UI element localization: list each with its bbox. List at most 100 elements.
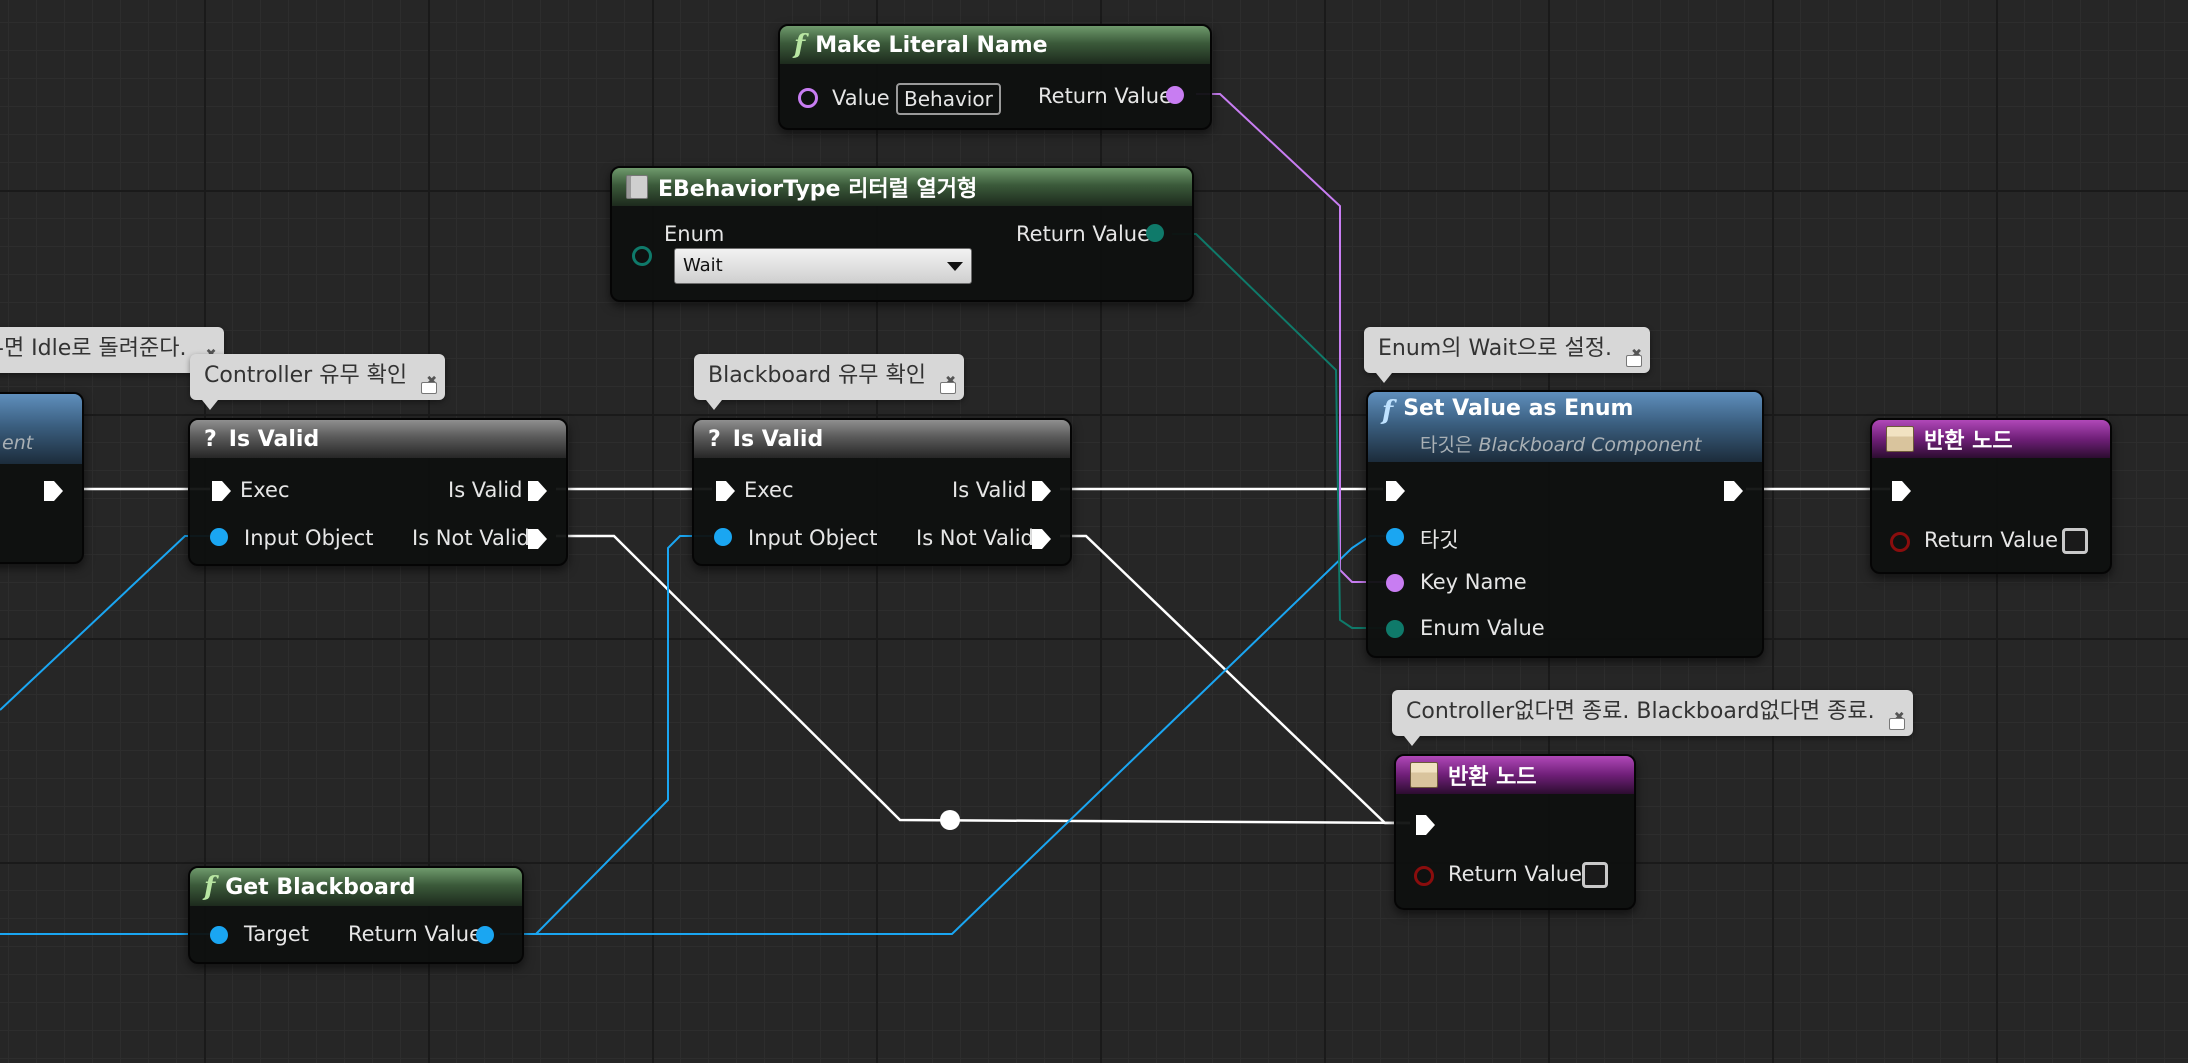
exec-wire xyxy=(556,534,1411,825)
get-blackboard-node[interactable]: f Get Blackboard Target Return Value xyxy=(188,866,524,964)
return-value-pin[interactable] xyxy=(1890,532,1910,552)
value-textbox[interactable]: Behavior xyxy=(896,83,1001,115)
exec-out-pin[interactable] xyxy=(1722,480,1744,502)
comment-enum-set[interactable]: Enum의 Wait으로 설정. ✖ xyxy=(1364,327,1650,383)
node-title: Set Value as Enum xyxy=(1403,396,1634,421)
comment-bubble-icon xyxy=(421,382,438,394)
comment-text: Enum의 Wait으로 설정. xyxy=(1378,336,1612,361)
is-not-valid-label: Is Not Valid xyxy=(412,526,530,550)
is-valid-out-pin[interactable] xyxy=(526,480,548,502)
is-valid-label: Is Valid xyxy=(448,478,523,502)
node-header: f Set Value as Enum xyxy=(1368,392,1762,462)
comment-controller-check[interactable]: Controller 유무 확인 ✖ xyxy=(190,354,446,410)
node-subtitle: 타깃은 Blackboard Component xyxy=(1420,430,1701,457)
object-wire xyxy=(500,535,712,935)
exec-in-pin[interactable] xyxy=(1384,480,1406,502)
is-valid-node-1[interactable]: ? Is Valid Exec Is Valid Input Object Is… xyxy=(188,418,568,566)
macro-question-icon: ? xyxy=(708,426,721,452)
is-valid-label: Is Valid xyxy=(952,478,1027,502)
comment-text: Blackboard 유무 확인 xyxy=(708,363,926,388)
comment-text: Controller없다면 종료. Blackboard없다면 종료. xyxy=(1406,699,1875,724)
function-icon: f xyxy=(1382,396,1394,426)
name-wire xyxy=(1196,93,1390,583)
node-header xyxy=(0,394,82,464)
macro-question-icon: ? xyxy=(204,426,217,452)
return-box-icon xyxy=(1886,426,1914,452)
node-header: f Make Literal Name xyxy=(780,26,1210,64)
node-title: 반환 노드 xyxy=(1448,765,1537,790)
node-title: EBehaviorType 리터럴 열거형 xyxy=(658,177,978,202)
return-value-label: Return Value xyxy=(1016,222,1151,246)
is-valid-node-2[interactable]: ? Is Valid Exec Is Valid Input Object Is… xyxy=(692,418,1072,566)
target-pin[interactable] xyxy=(1386,528,1404,546)
comment-blackboard-check[interactable]: Blackboard 유무 확인 ✖ xyxy=(694,354,964,410)
return-node-2[interactable]: 반환 노드 Return Value xyxy=(1394,754,1636,910)
enum-dropdown[interactable]: Wait xyxy=(674,248,972,284)
input-object-pin[interactable] xyxy=(714,528,732,546)
return-value-checkbox[interactable] xyxy=(1582,862,1608,888)
input-object-pin[interactable] xyxy=(210,528,228,546)
value-label: Value xyxy=(832,86,890,110)
comment-text: -면 Idle로 돌려준다. xyxy=(0,336,187,361)
target-label: 타깃 xyxy=(1420,528,1459,552)
node-title: Get Blackboard xyxy=(225,874,416,900)
value-pin[interactable] xyxy=(798,88,818,108)
exec-in-pin[interactable] xyxy=(1414,814,1436,836)
target-pin[interactable] xyxy=(210,926,228,944)
key-name-pin[interactable] xyxy=(1386,574,1404,592)
enum-label: Enum xyxy=(664,222,725,246)
subtitle-tail: ent xyxy=(2,432,34,454)
enum-literal-node[interactable]: EBehaviorType 리터럴 열거형 Enum Wait Return V… xyxy=(610,166,1194,302)
exec-out-pin[interactable] xyxy=(42,480,64,502)
node-title: 반환 노드 xyxy=(1924,429,2013,454)
return-value-pin[interactable] xyxy=(1146,224,1164,242)
reroute-node[interactable] xyxy=(940,810,960,830)
comment-left-partial[interactable]: -면 Idle로 돌려준다. ✖ xyxy=(0,327,225,373)
is-not-valid-out-pin[interactable] xyxy=(526,528,548,550)
return-value-pin[interactable] xyxy=(1414,866,1434,886)
node-header: ? Is Valid xyxy=(190,420,566,458)
exec-in-pin[interactable] xyxy=(1890,480,1912,502)
return-value-checkbox[interactable] xyxy=(2062,528,2088,554)
pin-icon: ✖ xyxy=(1894,696,1905,740)
is-not-valid-out-pin[interactable] xyxy=(1030,528,1052,550)
return-box-icon xyxy=(1410,762,1438,788)
enum-value-pin[interactable] xyxy=(1386,620,1404,638)
dropdown-selected: Wait xyxy=(683,255,723,276)
pin-icon: ✖ xyxy=(1631,333,1642,377)
input-object-label: Input Object xyxy=(748,526,878,550)
key-name-label: Key Name xyxy=(1420,570,1527,594)
node-header: EBehaviorType 리터럴 열거형 xyxy=(612,168,1192,206)
exec-in-pin[interactable] xyxy=(714,480,736,502)
make-literal-name-node[interactable]: f Make Literal Name Value Behavior Retur… xyxy=(778,24,1212,130)
enum-wire xyxy=(1172,233,1390,629)
enum-icon xyxy=(626,175,648,199)
node-header: ? Is Valid xyxy=(694,420,1070,458)
is-valid-out-pin[interactable] xyxy=(1030,480,1052,502)
node-header: 반환 노드 xyxy=(1872,420,2110,458)
enum-input-pin[interactable] xyxy=(632,246,652,266)
comment-terminate[interactable]: Controller없다면 종료. Blackboard없다면 종료. ✖ xyxy=(1392,690,1913,746)
return-value-label: Return Value xyxy=(1038,84,1173,108)
subtitle-target: Blackboard Component xyxy=(1478,434,1702,456)
comment-bubble-icon xyxy=(1888,718,1905,730)
node-title: Is Valid xyxy=(732,426,824,452)
target-label: Target xyxy=(244,922,309,946)
node-header: f Get Blackboard xyxy=(190,868,522,906)
pin-icon: ✖ xyxy=(945,360,956,404)
return-value-pin[interactable] xyxy=(476,926,494,944)
node-header: 반환 노드 xyxy=(1396,756,1634,794)
return-value-label: Return Value xyxy=(1924,528,2059,552)
return-value-pin[interactable] xyxy=(1166,86,1184,104)
enum-value-label: Enum Value xyxy=(1420,616,1545,640)
comment-bubble-icon xyxy=(1625,355,1642,367)
subtitle-prefix: 타깃은 xyxy=(1420,434,1479,456)
exec-wire xyxy=(1060,534,1410,825)
exec-in-pin[interactable] xyxy=(210,480,232,502)
left-partial-node[interactable]: ent xyxy=(0,392,84,564)
set-value-as-enum-node[interactable]: f Set Value as Enum 타깃은 Blackboard Compo… xyxy=(1366,390,1764,658)
comment-text: Controller 유무 확인 xyxy=(204,363,408,388)
return-node-1[interactable]: 반환 노드 Return Value xyxy=(1870,418,2112,574)
comment-bubble-icon xyxy=(940,382,956,394)
node-title: Make Literal Name xyxy=(815,32,1048,58)
